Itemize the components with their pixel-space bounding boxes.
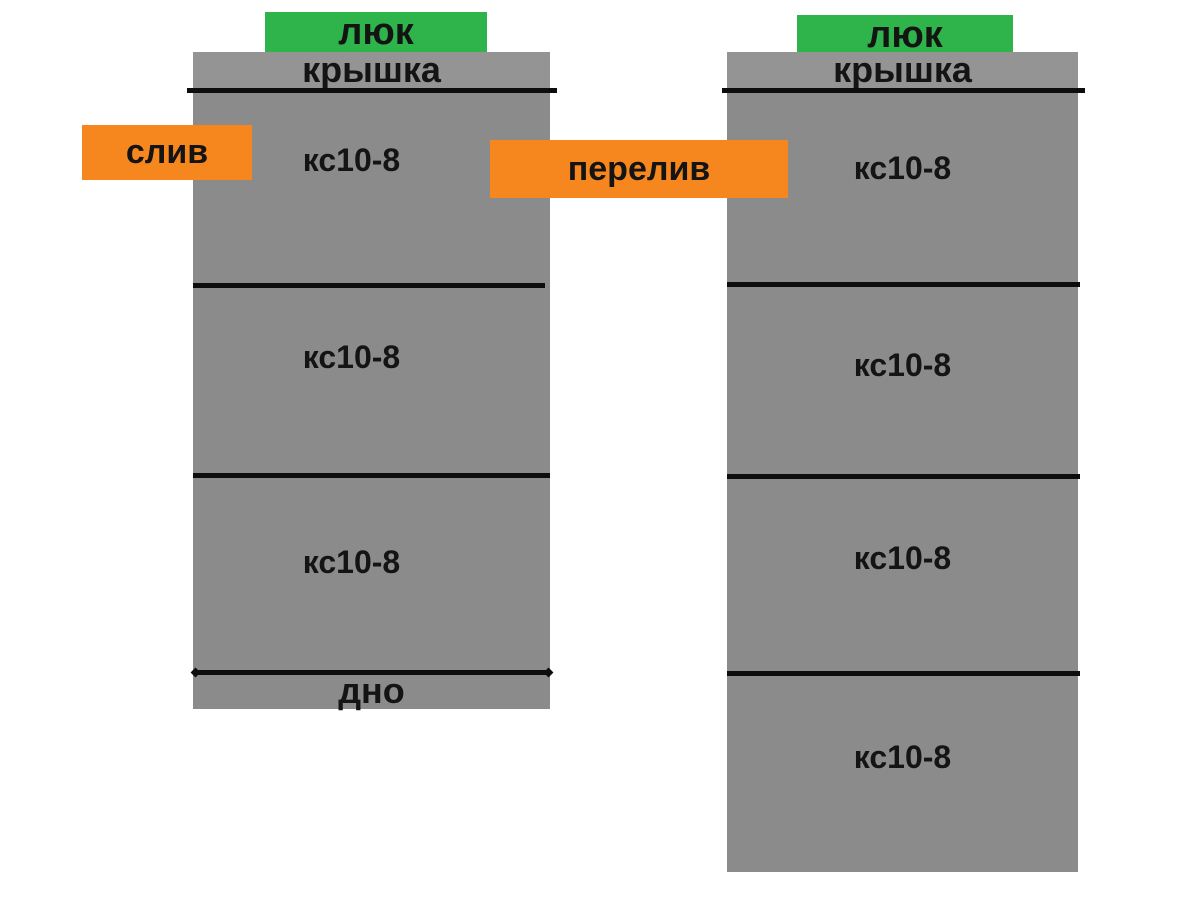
right-ring-divider-1	[727, 282, 1080, 287]
right-cover-line	[722, 88, 1085, 93]
left-hatch-label: люк	[265, 12, 487, 53]
right-ring-divider-2	[727, 474, 1080, 479]
right-cover-label: крышка	[833, 49, 972, 90]
right-ring-label-3: кс10-8	[853, 540, 952, 576]
right-ring-label-1: кс10-8	[853, 150, 952, 186]
right-ring-label-2: кс10-8	[853, 347, 952, 383]
right-ring-divider-3	[727, 671, 1080, 676]
right-hatch-label: люк	[797, 15, 1013, 55]
left-cover-label: крышка	[302, 49, 441, 90]
left-cover-strip	[193, 52, 550, 88]
drain-pipe-label: слив	[82, 125, 252, 180]
overflow-pipe-label: перелив	[490, 140, 788, 198]
right-ring-label-4: кс10-8	[853, 739, 952, 775]
left-bottom-line	[195, 670, 548, 675]
left-ring-label-2: кс10-8	[302, 339, 401, 375]
left-ring-divider-1	[193, 283, 545, 288]
left-bottom-label: дно	[338, 670, 405, 711]
left-ring-label-3: кс10-8	[302, 544, 401, 580]
right-cover-strip	[727, 52, 1078, 88]
left-ring-divider-2	[193, 473, 550, 478]
left-cover-line	[187, 88, 557, 93]
left-ring-label-1: кс10-8	[302, 142, 401, 178]
